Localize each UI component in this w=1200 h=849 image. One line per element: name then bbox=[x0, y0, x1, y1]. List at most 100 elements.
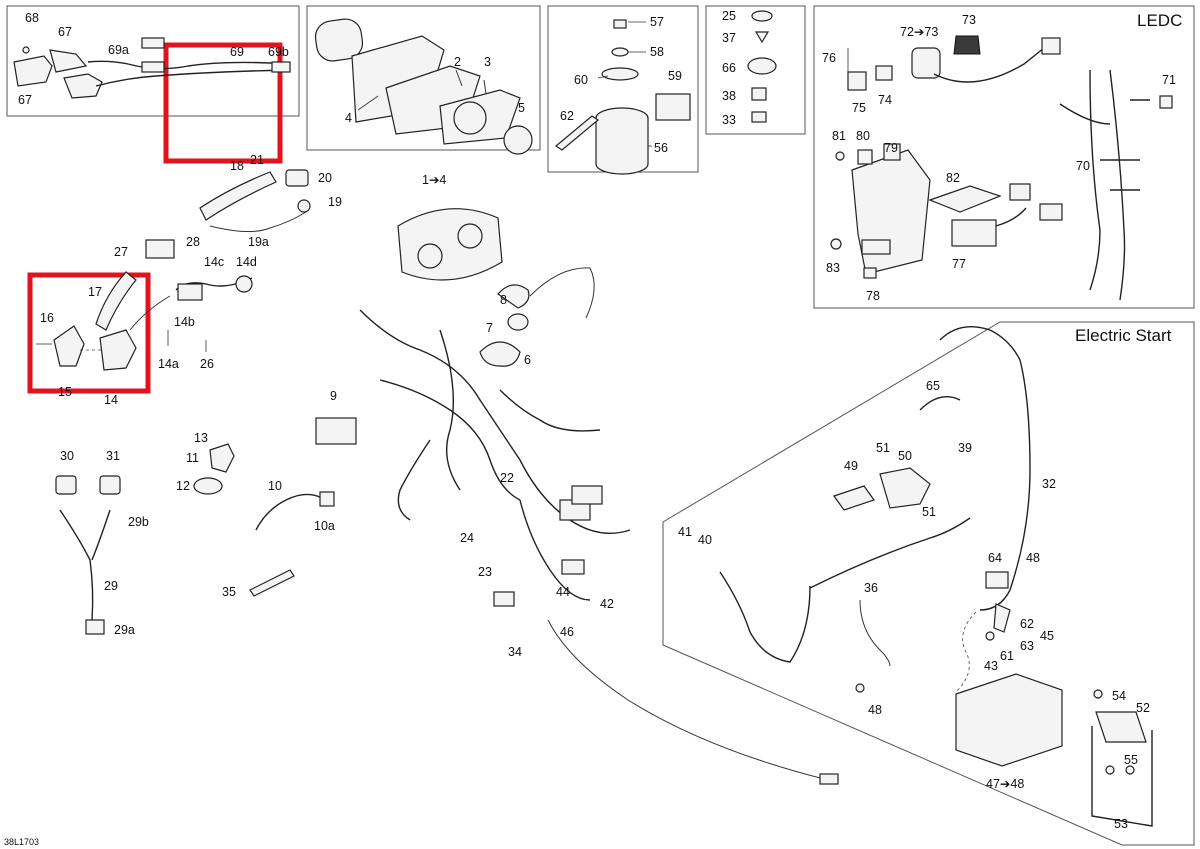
callout-83: 83 bbox=[826, 261, 840, 275]
callout-55: 55 bbox=[1124, 753, 1138, 767]
callout-72-73: 72➔73 bbox=[900, 25, 938, 39]
box-ledc bbox=[813, 5, 1195, 309]
callout-57: 57 bbox=[650, 15, 664, 29]
cluster-parts bbox=[314, 18, 533, 155]
callout-76: 76 bbox=[822, 51, 836, 65]
callout-70: 70 bbox=[1076, 159, 1090, 173]
callout-52: 52 bbox=[1136, 701, 1150, 715]
highlight-frame-top bbox=[163, 42, 283, 164]
callout-9: 9 bbox=[330, 389, 337, 403]
callout-74: 74 bbox=[878, 93, 892, 107]
callout-39: 39 bbox=[958, 441, 972, 455]
left-harness-parts bbox=[36, 169, 311, 371]
callout-65: 65 bbox=[926, 379, 940, 393]
callout-28: 28 bbox=[186, 235, 200, 249]
callout-18: 18 bbox=[230, 159, 244, 173]
callout-40: 40 bbox=[698, 533, 712, 547]
callout-19a: 19a bbox=[248, 235, 269, 249]
callout-58: 58 bbox=[650, 45, 664, 59]
callout-75: 75 bbox=[852, 101, 866, 115]
callout-51-upper: 51 bbox=[876, 441, 890, 455]
callout-34: 34 bbox=[508, 645, 522, 659]
callout-64: 64 bbox=[988, 551, 1002, 565]
callout-48-upper: 48 bbox=[1026, 551, 1040, 565]
callout-24: 24 bbox=[460, 531, 474, 545]
callout-15: 15 bbox=[58, 385, 72, 399]
callout-66: 66 bbox=[722, 61, 736, 75]
handlebar-switch-parts bbox=[13, 37, 291, 99]
callout-26: 26 bbox=[200, 357, 214, 371]
callout-36: 36 bbox=[864, 581, 878, 595]
callout-56: 56 bbox=[654, 141, 668, 155]
callout-27: 27 bbox=[114, 245, 128, 259]
fuel-sender-parts bbox=[554, 19, 691, 175]
callout-81: 81 bbox=[832, 129, 846, 143]
callout-37: 37 bbox=[722, 31, 736, 45]
callout-82: 82 bbox=[946, 171, 960, 185]
small-parts bbox=[747, 10, 777, 123]
callout-2: 2 bbox=[454, 55, 461, 69]
callout-53: 53 bbox=[1114, 817, 1128, 831]
callout-8: 8 bbox=[500, 293, 507, 307]
frame-boxes bbox=[6, 5, 1195, 846]
callout-59: 59 bbox=[668, 69, 682, 83]
callout-7: 7 bbox=[486, 321, 493, 335]
callout-77: 77 bbox=[952, 257, 966, 271]
electric-start-parts bbox=[719, 326, 1153, 827]
callout-5: 5 bbox=[518, 101, 525, 115]
ledc-parts bbox=[830, 35, 1173, 301]
callout-12: 12 bbox=[176, 479, 190, 493]
callout-79: 79 bbox=[884, 141, 898, 155]
ledc-section-title: LEDC bbox=[1137, 11, 1182, 30]
callout-42: 42 bbox=[600, 597, 614, 611]
callout-69a: 69a bbox=[108, 43, 129, 57]
callout-47-48: 47➔48 bbox=[986, 777, 1024, 791]
callout-14d: 14d bbox=[236, 255, 257, 269]
callout-29a: 29a bbox=[114, 623, 135, 637]
callout-14a: 14a bbox=[158, 357, 179, 371]
callout-23: 23 bbox=[478, 565, 492, 579]
callout-10a: 10a bbox=[314, 519, 335, 533]
callout-17: 17 bbox=[88, 285, 102, 299]
box-cluster bbox=[306, 5, 541, 151]
callout-1-4: 1➔4 bbox=[422, 173, 446, 187]
lower-left-parts bbox=[55, 443, 335, 635]
callout-63: 63 bbox=[1020, 639, 1034, 653]
callout-44: 44 bbox=[556, 585, 570, 599]
highlight-frame-left bbox=[27, 272, 151, 394]
callout-4: 4 bbox=[345, 111, 352, 125]
callout-3: 3 bbox=[484, 55, 491, 69]
callout-41: 41 bbox=[678, 525, 692, 539]
callout-38: 38 bbox=[722, 89, 736, 103]
callout-35: 35 bbox=[222, 585, 236, 599]
callout-10: 10 bbox=[268, 479, 282, 493]
box-handlebar-switch bbox=[6, 5, 300, 117]
callout-29b: 29b bbox=[128, 515, 149, 529]
callout-29: 29 bbox=[104, 579, 118, 593]
callout-62-lower: 62 bbox=[1020, 617, 1034, 631]
callout-71: 71 bbox=[1162, 73, 1176, 87]
callout-46: 46 bbox=[560, 625, 574, 639]
callout-61: 61 bbox=[1000, 649, 1014, 663]
callout-11: 11 bbox=[186, 451, 199, 465]
callout-22: 22 bbox=[500, 471, 514, 485]
callout-43: 43 bbox=[984, 659, 998, 673]
callout-67-lower: 67 bbox=[18, 93, 32, 107]
callout-80: 80 bbox=[856, 129, 870, 143]
main-harness bbox=[315, 208, 839, 785]
callout-33: 33 bbox=[722, 113, 736, 127]
callout-69b: 69b bbox=[268, 45, 289, 59]
callout-62: 62 bbox=[560, 109, 574, 123]
callout-51-lower: 51 bbox=[922, 505, 936, 519]
callout-30: 30 bbox=[60, 449, 74, 463]
callout-31: 31 bbox=[106, 449, 120, 463]
callout-14: 14 bbox=[104, 393, 118, 407]
box-small-parts bbox=[705, 5, 806, 135]
callout-20: 20 bbox=[318, 171, 332, 185]
callout-14c: 14c bbox=[204, 255, 224, 269]
callout-67-upper: 67 bbox=[58, 25, 72, 39]
callout-68: 68 bbox=[25, 11, 39, 25]
callout-48-lower: 48 bbox=[868, 703, 882, 717]
figure-reference: 38L1703 bbox=[4, 837, 39, 847]
